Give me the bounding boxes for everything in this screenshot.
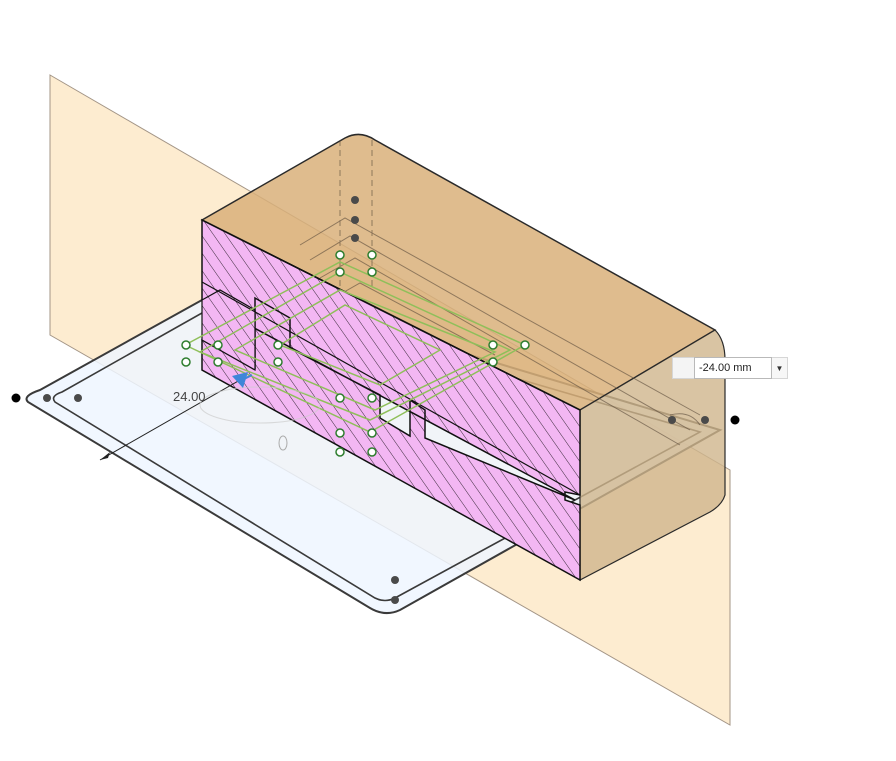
section-cut-face[interactable] <box>201 218 581 582</box>
section-cut-lower[interactable] <box>201 289 256 372</box>
sketch-points[interactable] <box>181 250 530 457</box>
lid-top-edge <box>201 219 581 411</box>
rotation-handle[interactable] <box>278 435 288 451</box>
dimension-dropdown-button[interactable]: ▼ <box>772 357 788 379</box>
dimension-hint-arc <box>199 386 321 424</box>
plate-hole-markers <box>43 196 709 604</box>
offset-dimension-label: 24.00 <box>173 389 206 404</box>
lid-body-top[interactable] <box>200 133 717 411</box>
section-parting-line <box>201 281 581 496</box>
plane-handle-left[interactable] <box>11 393 21 403</box>
dimension-input-box: ▼ <box>672 357 788 379</box>
move-manipulator-icon[interactable] <box>232 372 253 388</box>
offset-distance-input[interactable] <box>694 357 772 379</box>
dimension-arrow <box>100 452 110 460</box>
input-grip[interactable] <box>672 357 694 379</box>
plane-handle-right[interactable] <box>730 415 740 425</box>
dimension-leader <box>99 379 241 461</box>
lid-body-side[interactable] <box>579 329 726 581</box>
triangle-down-icon: ▼ <box>775 363 784 373</box>
